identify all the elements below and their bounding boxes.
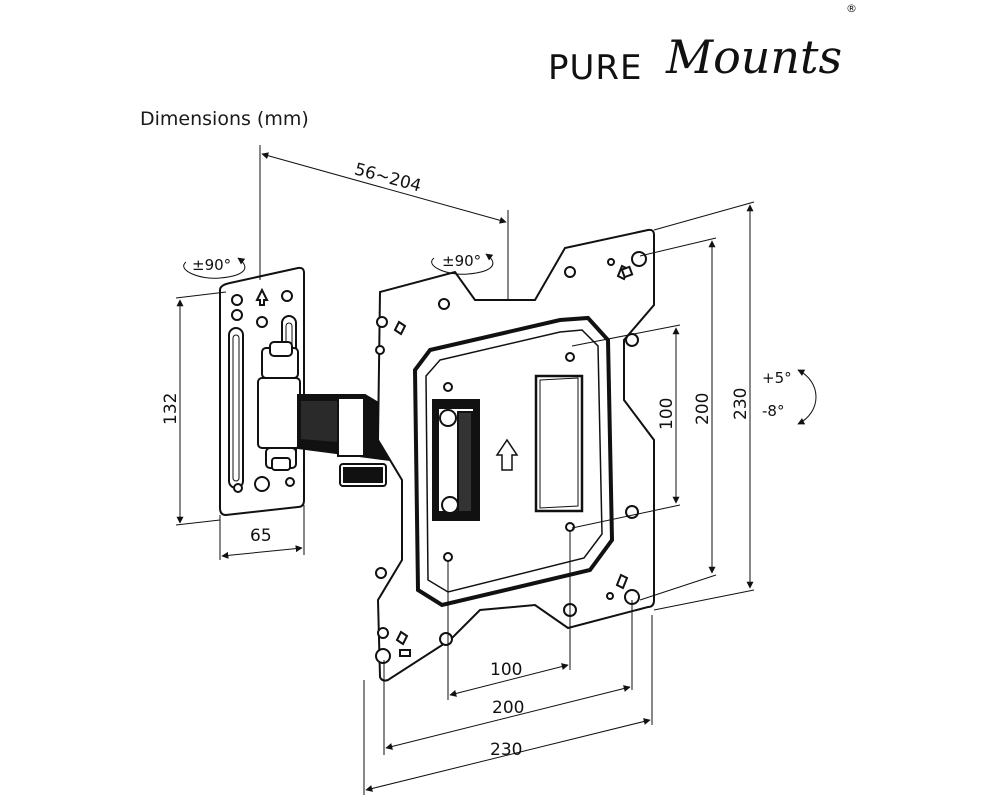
label-tilt-up: +5° [762,369,792,387]
label-tilt-down: -8° [762,402,784,420]
vesa-plate [375,228,655,682]
label-swivel-wall: ±90° [192,256,231,274]
label-vesa-inner-horizontal: 100 [490,660,522,680]
label-swivel-arm: ±90° [442,252,481,270]
diagram-title: Dimensions (mm) [140,108,309,130]
registered-mark: ® [846,2,857,15]
brand-logo: PURE Mounts ® [548,2,857,110]
dimension-lines [175,145,817,795]
label-wall-plate-height: 132 [161,393,181,425]
brand-logo-pure: PURE [548,48,643,88]
label-vesa-outer-horizontal: 230 [490,740,522,760]
articulating-arm [257,341,391,487]
label-arm-extension: 56~204 [352,160,423,197]
label-vesa-mid-vertical: 200 [693,393,713,425]
brand-logo-script: Mounts [666,30,843,84]
label-wall-plate-width: 65 [250,526,272,546]
label-vesa-inner-vertical: 100 [657,398,677,430]
label-vesa-outer-vertical: 230 [731,388,751,420]
label-vesa-mid-horizontal: 200 [492,698,524,718]
